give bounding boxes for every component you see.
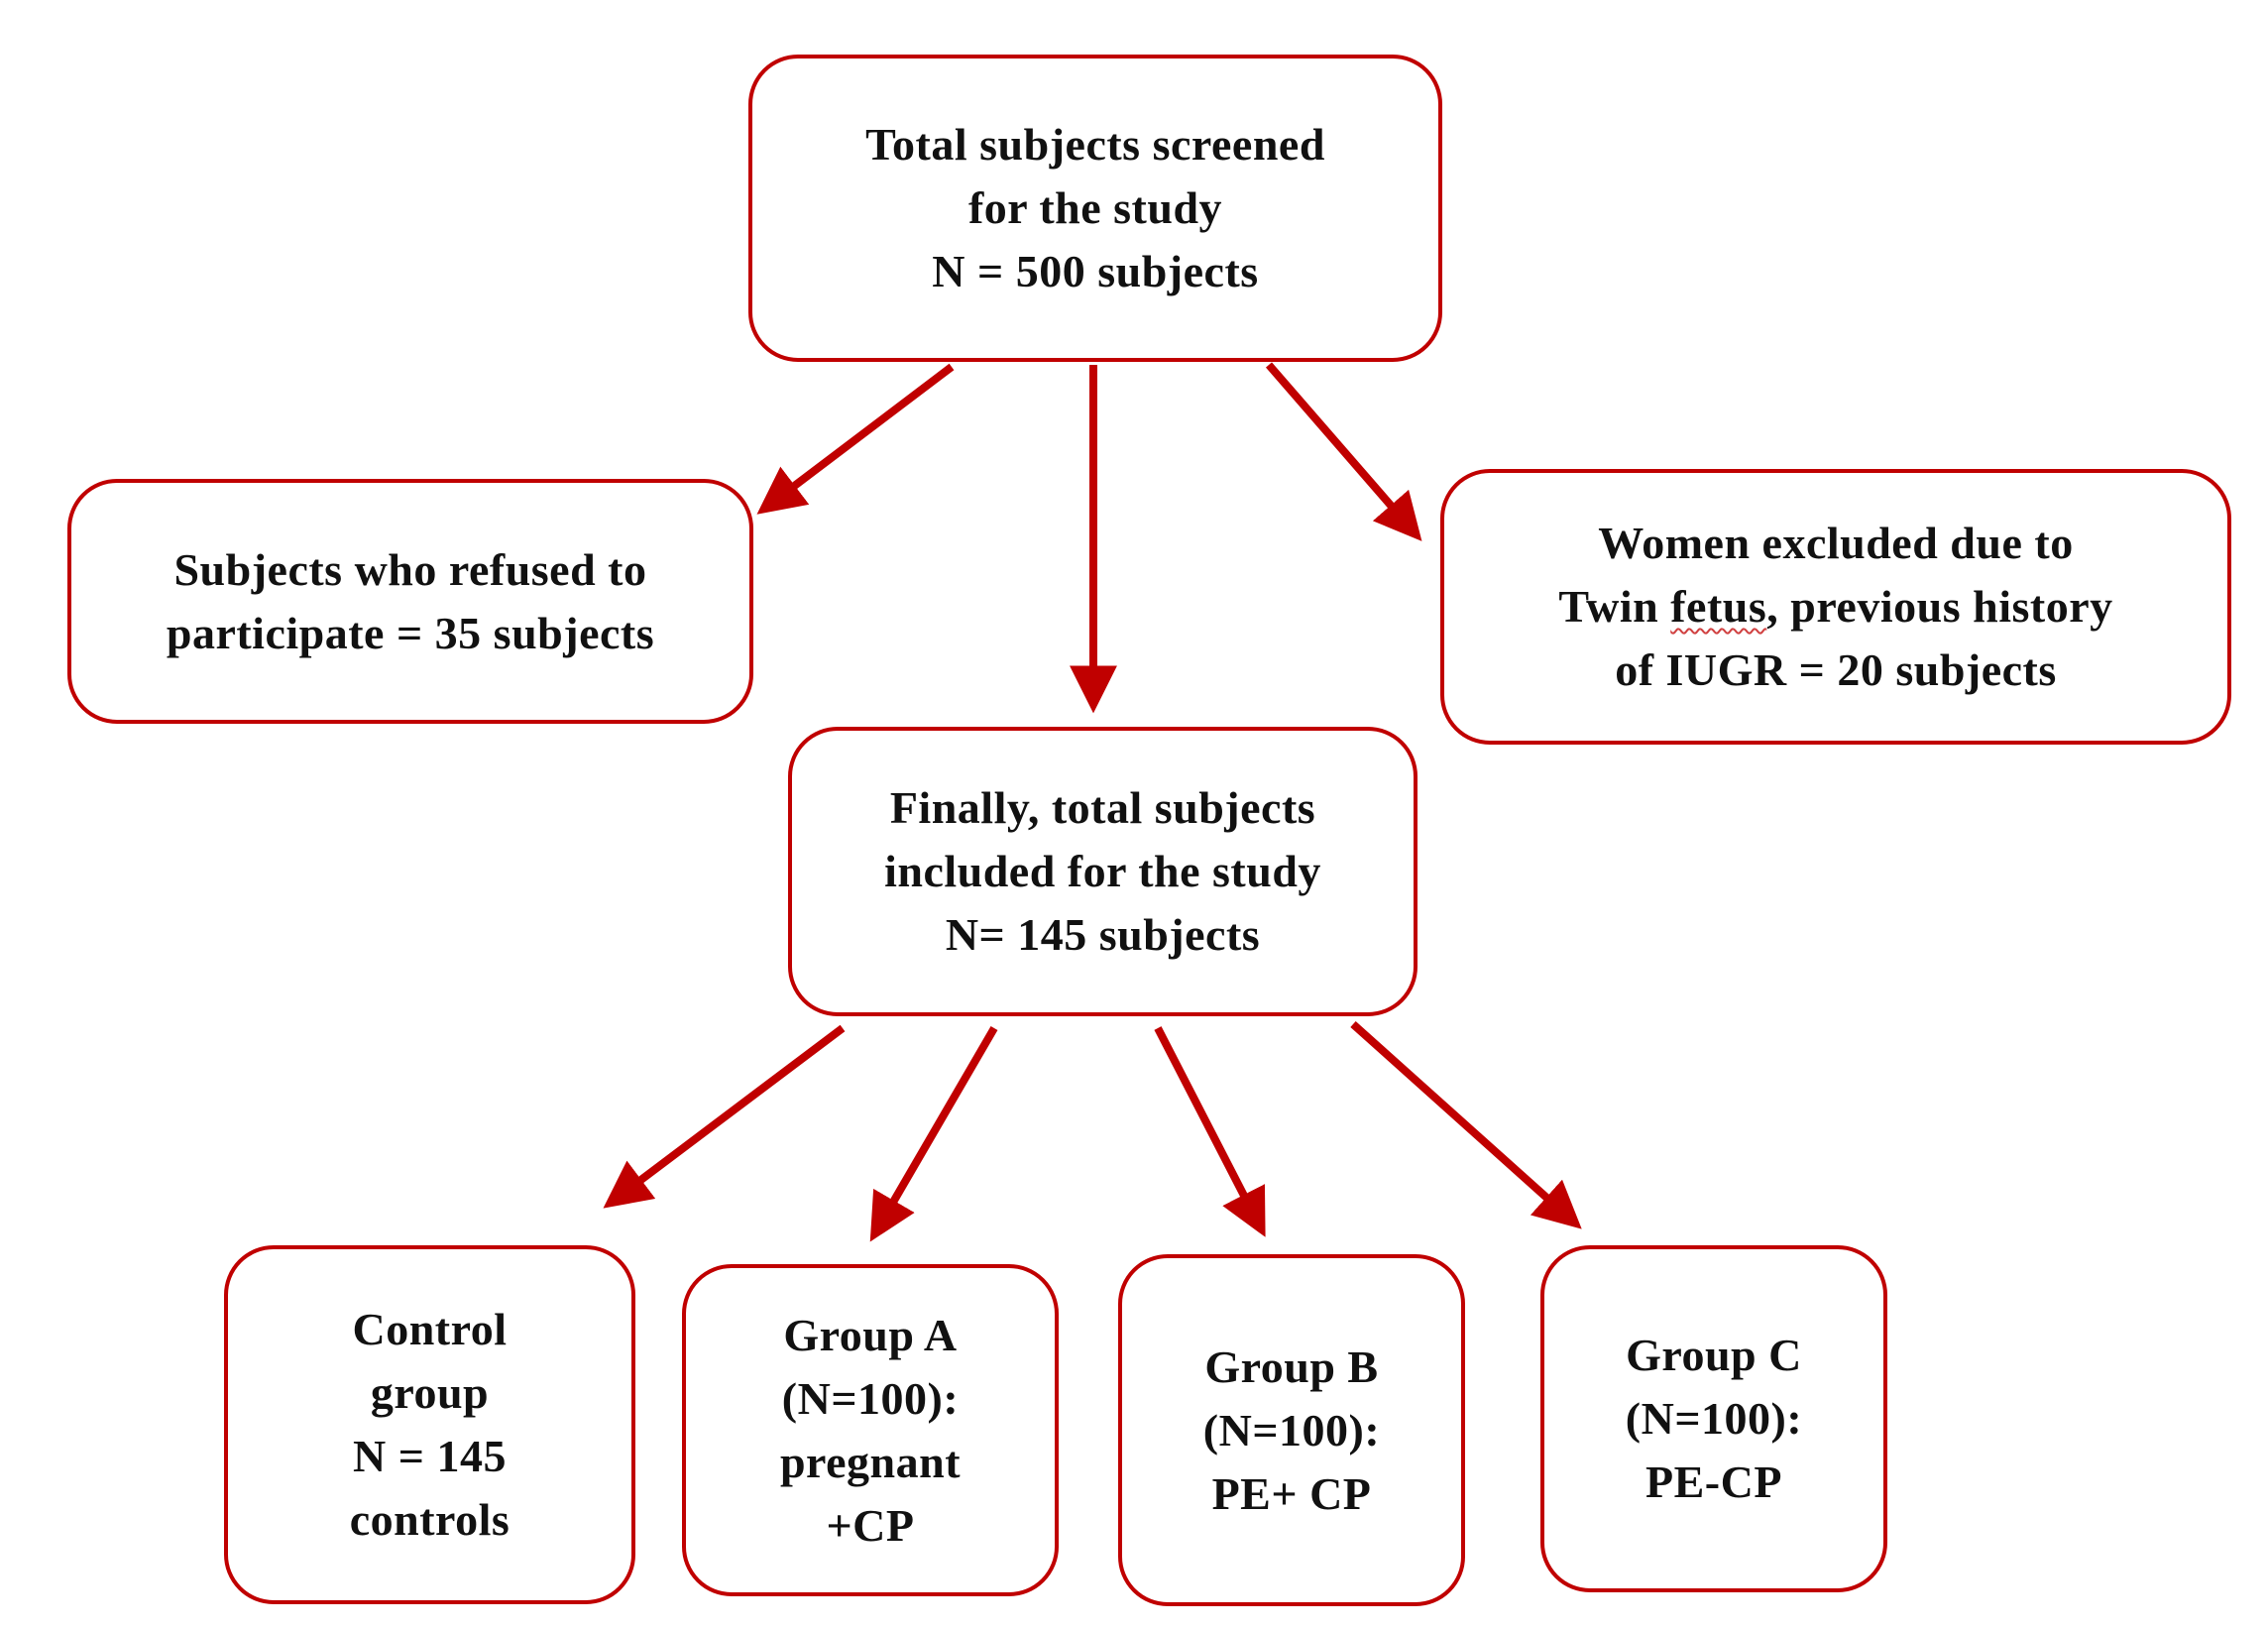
refused-box: Subjects who refused to participate = 35… — [67, 479, 753, 724]
arrow-included-to-control — [603, 1024, 846, 1209]
group-a-text: Group A (N=100): pregnant +CP — [780, 1304, 961, 1558]
group-b-line-3: PE+ CP — [1211, 1467, 1372, 1519]
group-b-line-2: (N=100): — [1202, 1404, 1381, 1455]
excluded-text: Women excluded due to Twin fetus, previo… — [1558, 512, 2112, 702]
total-screened-line-3: N = 500 subjects — [932, 246, 1259, 296]
group-c-line-1: Group C — [1626, 1330, 1802, 1380]
arrow-included-to-group-c — [1350, 1021, 1582, 1229]
control-line-3: N = 145 — [353, 1431, 507, 1481]
total-included-line-3: N= 145 subjects — [945, 909, 1261, 960]
excluded-box: Women excluded due to Twin fetus, previo… — [1440, 469, 2231, 745]
control-line-2: group — [370, 1367, 490, 1418]
group-b-box: Group B (N=100): PE+ CP — [1118, 1254, 1465, 1606]
total-screened-line-1: Total subjects screened — [865, 119, 1325, 170]
group-c-line-3: PE-CP — [1645, 1456, 1782, 1507]
total-included-box: Finally, total subjects included for the… — [788, 727, 1418, 1016]
total-screened-box: Total subjects screened for the study N … — [748, 55, 1442, 362]
excluded-line-1: Women excluded due to — [1598, 518, 2074, 568]
arrow-included-to-group-a — [869, 1025, 998, 1242]
group-c-text: Group C (N=100): PE-CP — [1626, 1324, 1802, 1514]
arrow-included-to-group-b — [1154, 1026, 1266, 1237]
excluded-line-2: Twin fetus, previous history — [1558, 575, 2112, 639]
control-group-box: Control group N = 145 controls — [224, 1245, 635, 1604]
excluded-line-3: of IUGR = 20 subjects — [1615, 644, 2057, 695]
group-a-line-3: pregnant — [779, 1436, 962, 1487]
group-b-text: Group B (N=100): PE+ CP — [1203, 1336, 1380, 1526]
total-included-text: Finally, total subjects included for the… — [884, 776, 1321, 967]
control-line-4: controls — [349, 1494, 510, 1545]
total-included-line-2: included for the study — [884, 846, 1321, 896]
refused-text: Subjects who refused to participate = 35… — [167, 538, 654, 665]
group-c-box: Group C (N=100): PE-CP — [1540, 1245, 1887, 1592]
total-screened-line-2: for the study — [967, 182, 1223, 233]
total-screened-text: Total subjects screened for the study N … — [865, 113, 1325, 303]
excluded-line-2-pre: Twin — [1558, 581, 1671, 632]
group-c-line-2: (N=100): — [1625, 1393, 1803, 1444]
total-included-line-1: Finally, total subjects — [889, 782, 1316, 833]
arrow-screened-to-excluded — [1265, 362, 1422, 541]
group-a-line-1: Group A — [783, 1309, 958, 1360]
excluded-line-2-post: , previous history — [1766, 581, 2113, 632]
group-a-line-2: (N=100): — [781, 1372, 960, 1424]
control-group-text: Control group N = 145 controls — [350, 1298, 510, 1552]
refused-line-2: participate = 35 subjects — [166, 607, 655, 658]
excluded-line-2-word: fetus — [1670, 581, 1767, 632]
group-a-box: Group A (N=100): pregnant +CP — [682, 1264, 1059, 1596]
group-a-line-4: +CP — [826, 1499, 915, 1551]
refused-line-1: Subjects who refused to — [173, 543, 647, 595]
arrow-screened-to-refused — [756, 363, 955, 515]
group-b-line-1: Group B — [1204, 1340, 1379, 1392]
control-line-1: Control — [352, 1304, 508, 1354]
